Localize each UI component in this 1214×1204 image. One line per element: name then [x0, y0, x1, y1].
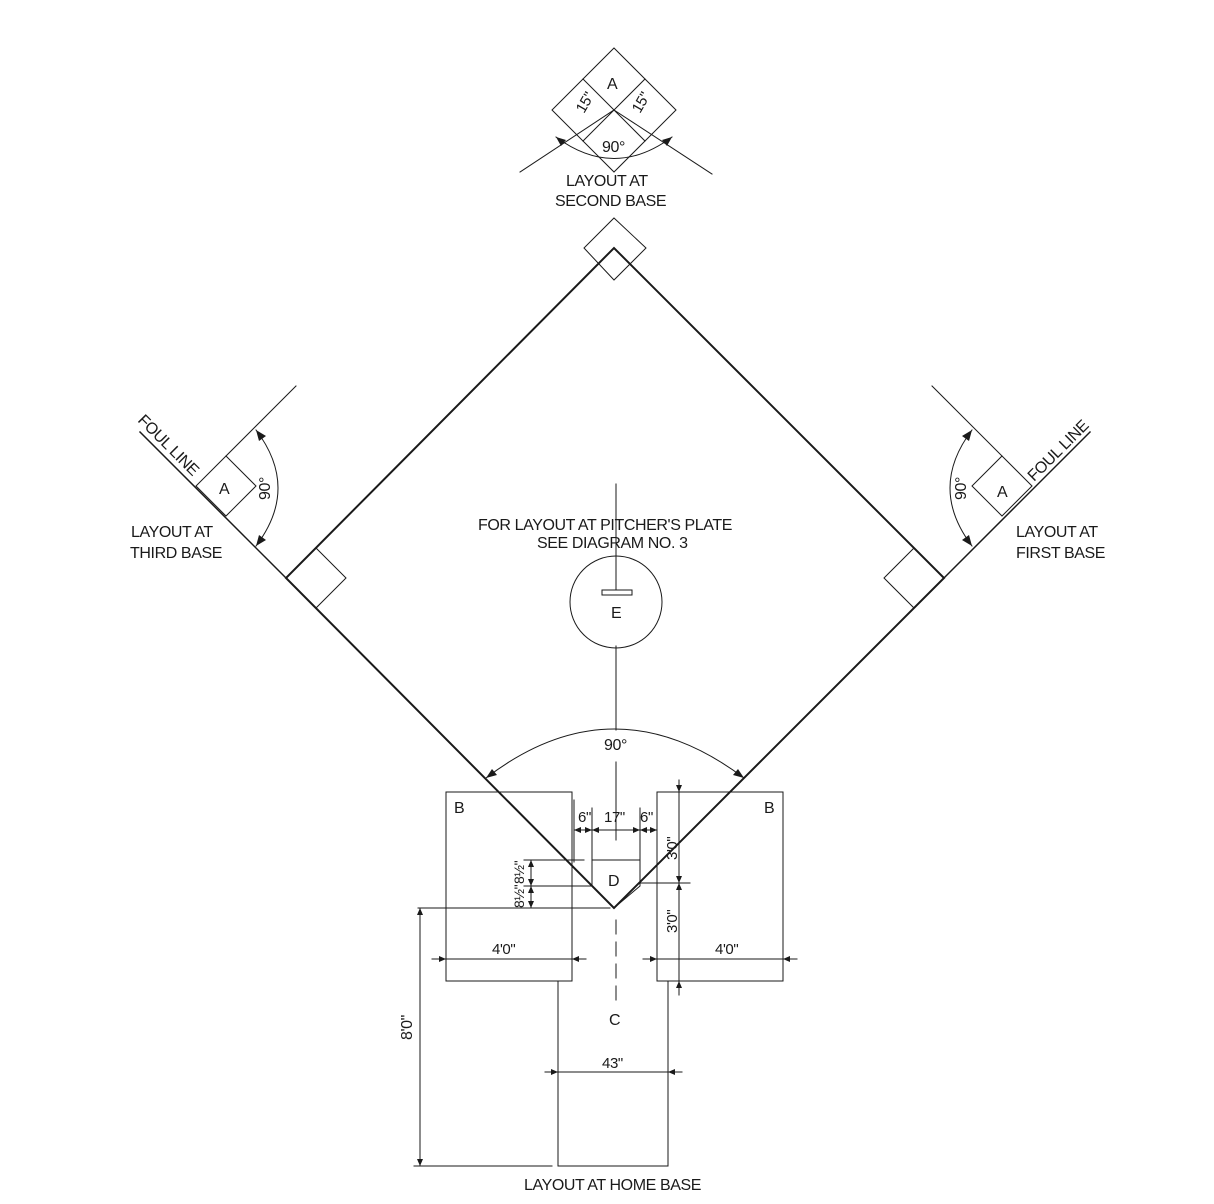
- foul-line-right-label: FOUL LINE: [1025, 417, 1093, 485]
- home-angle-arc: [485, 728, 745, 779]
- infield-diamond: [284, 246, 946, 910]
- third-base-angle-label: 90°: [257, 477, 274, 500]
- home-plate: [591, 859, 641, 909]
- second-base-foul-line-left: [519, 109, 615, 173]
- second-base-angle-label: 90°: [602, 139, 625, 156]
- second-base-detail: A 15" 15" 90° LAYOUT AT SECOND BASE: [519, 47, 713, 210]
- second-base-dim-left: 15": [573, 89, 598, 116]
- batters-box-right: [656, 791, 784, 982]
- home-base-caption: LAYOUT AT HOME BASE: [524, 1177, 701, 1194]
- plate-depth-label-a: 8½": [511, 860, 527, 884]
- home-angle-label: 90°: [604, 737, 627, 754]
- pitchers-note-line1: FOR LAYOUT AT PITCHER'S PLATE: [478, 517, 732, 534]
- third-base-angle-arc: [255, 429, 279, 547]
- gap-right-label: 6": [640, 809, 653, 826]
- second-base-foul-line-right: [613, 109, 713, 175]
- pitchers-plate-letter: E: [611, 605, 621, 622]
- box-width-left-label: 4'0": [492, 941, 515, 958]
- catcher-box-length-label: 8'0": [399, 1015, 416, 1040]
- first-base-square: [971, 455, 1033, 517]
- foul-line-left-label: FOUL LINE: [134, 412, 202, 480]
- pitchers-note-line2: SEE DIAGRAM NO. 3: [537, 535, 688, 552]
- second-base-bag: [583, 217, 647, 281]
- plate-depth-label-b: 8½": [511, 884, 527, 908]
- pitchers-circle: [569, 555, 663, 649]
- catchers-box-letter: C: [609, 1012, 620, 1029]
- first-base-angle-label: 90°: [953, 477, 970, 500]
- box-front-label: 3'0": [664, 837, 681, 860]
- batters-box-left-letter: B: [454, 800, 464, 817]
- third-base-detail: A 90° FOUL LINE LAYOUT AT THIRD BASE: [130, 385, 297, 584]
- batters-box-right-letter: B: [764, 800, 774, 817]
- third-base-square: [195, 455, 257, 517]
- first-base-angle-arc: [949, 429, 973, 547]
- second-base-caption-line2: SECOND BASE: [555, 193, 666, 210]
- second-base-square: [551, 47, 677, 173]
- first-base-bag: [883, 547, 945, 609]
- second-base-angle-arc: [555, 136, 673, 159]
- second-base-dim-right: 15": [629, 89, 654, 116]
- catchers-box: [557, 980, 669, 1167]
- box-back-label: 3'0": [664, 910, 681, 933]
- gap-left-label: 6": [578, 809, 591, 826]
- second-base-caption-line1: LAYOUT AT: [566, 173, 648, 190]
- third-base-letter: A: [219, 481, 230, 498]
- second-base-letter: A: [607, 76, 618, 93]
- infield: E FOR LAYOUT AT PITCHER'S PLATE SEE DIAG…: [284, 217, 946, 910]
- pitchers-plate: [601, 589, 633, 596]
- first-base-letter: A: [997, 484, 1008, 501]
- first-base-foul-line: [938, 430, 1092, 584]
- third-base-caption-line1: LAYOUT AT: [131, 524, 213, 541]
- third-base-caption-line2: THIRD BASE: [130, 545, 222, 562]
- third-base-bag: [285, 547, 347, 609]
- home-base-detail: B B C D 6" 17" 6" 8½" 8: [399, 761, 798, 1194]
- box-width-right-label: 4'0": [715, 941, 738, 958]
- home-plate-letter: D: [608, 873, 619, 890]
- third-base-foul-line: [138, 430, 292, 584]
- catcher-box-width-label: 43": [602, 1055, 623, 1072]
- plate-width-label: 17": [604, 809, 625, 826]
- first-base-caption-line1: LAYOUT AT: [1016, 524, 1098, 541]
- first-base-caption-line2: FIRST BASE: [1016, 545, 1105, 562]
- first-base-detail: A 90° FOUL LINE LAYOUT AT FIRST BASE: [931, 385, 1105, 584]
